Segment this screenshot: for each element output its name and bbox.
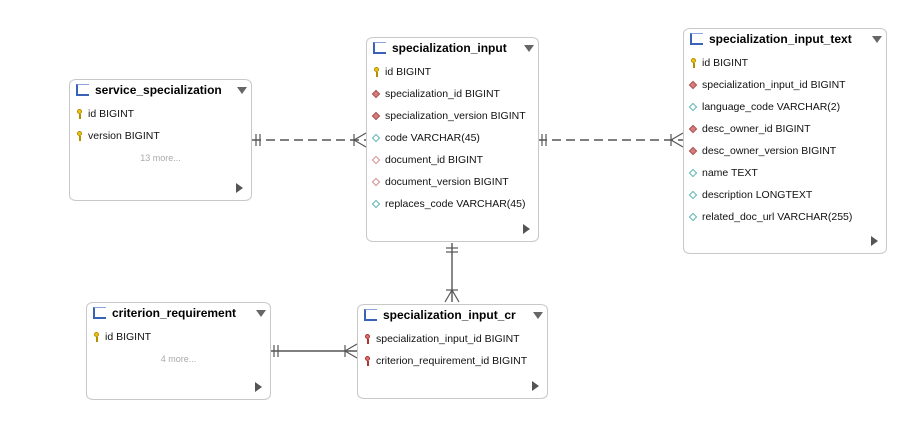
column-label: version BIGINT — [88, 130, 160, 142]
table-name: service_specialization — [95, 83, 222, 97]
more-columns-link[interactable]: 4 more... — [160, 354, 197, 364]
column-label: replaces_code VARCHAR(45) — [385, 198, 526, 210]
table-criterion-requirement[interactable]: criterion_requirement id BIGINT 4 more..… — [86, 302, 271, 400]
primary-key-icon — [75, 131, 84, 141]
foreign-key-icon — [689, 124, 698, 134]
column-icon — [689, 190, 698, 200]
dropdown-arrow-icon[interactable] — [872, 35, 882, 43]
column-label: criterion_requirement_id BIGINT — [376, 355, 528, 367]
column-icon — [689, 212, 698, 222]
column-label: description LONGTEXT — [702, 189, 813, 201]
foreign-key-icon — [689, 80, 698, 90]
column-label: specialization_input_id BIGINT — [376, 333, 520, 345]
column-label: document_version BIGINT — [385, 176, 509, 188]
primary-foreign-key-icon — [363, 356, 372, 366]
foreign-key-icon — [372, 111, 381, 121]
column-row[interactable]: document_id BIGINT — [367, 149, 538, 171]
column-label: code VARCHAR(45) — [385, 132, 480, 144]
column-row[interactable]: id BIGINT — [367, 61, 538, 83]
column-row[interactable]: desc_owner_id BIGINT — [684, 118, 886, 140]
table-icon — [690, 33, 703, 45]
primary-key-icon — [372, 67, 381, 77]
dropdown-arrow-icon[interactable] — [237, 86, 247, 94]
foreign-key-icon — [372, 89, 381, 99]
column-row[interactable]: specialization_input_id BIGINT — [358, 328, 547, 350]
expand-arrow-icon[interactable] — [255, 382, 262, 392]
relationship-service-specialization-to-specialization-input[interactable] — [252, 132, 367, 148]
index-icon — [372, 155, 381, 165]
primary-key-icon — [75, 109, 84, 119]
column-row[interactable]: desc_owner_version BIGINT — [684, 140, 886, 162]
primary-key-icon — [92, 332, 101, 342]
column-row[interactable]: criterion_requirement_id BIGINT — [358, 350, 547, 372]
expand-arrow-icon[interactable] — [871, 236, 878, 246]
table-specialization-input[interactable]: specialization_input id BIGINT specializ… — [366, 37, 539, 242]
column-row[interactable]: version BIGINT — [70, 125, 251, 147]
column-row[interactable]: document_version BIGINT — [367, 171, 538, 193]
dropdown-arrow-icon[interactable] — [524, 44, 534, 52]
column-label: id BIGINT — [88, 108, 135, 120]
column-label: id BIGINT — [105, 331, 152, 343]
dropdown-arrow-icon[interactable] — [533, 311, 543, 319]
table-name: specialization_input_cr — [383, 308, 516, 322]
table-specialization-input-cr[interactable]: specialization_input_cr specialization_i… — [357, 304, 548, 399]
column-label: related_doc_url VARCHAR(255) — [702, 211, 853, 223]
table-specialization-input-text[interactable]: specialization_input_text id BIGINT spec… — [683, 28, 887, 254]
table-header[interactable]: service_specialization — [70, 79, 251, 101]
table-name: specialization_input_text — [709, 32, 852, 46]
table-service-specialization[interactable]: service_specialization id BIGINT version… — [69, 79, 252, 201]
index-icon — [372, 177, 381, 187]
column-row[interactable]: replaces_code VARCHAR(45) — [367, 193, 538, 215]
column-label: specialization_id BIGINT — [385, 88, 500, 100]
table-header[interactable]: specialization_input_text — [684, 28, 886, 50]
foreign-key-icon — [689, 146, 698, 156]
relationship-specialization-input-to-specialization-input-cr[interactable] — [444, 243, 460, 303]
column-label: name TEXT — [702, 167, 758, 179]
column-row[interactable]: specialization_input_id BIGINT — [684, 74, 886, 96]
relationship-criterion-requirement-to-specialization-input-cr[interactable] — [270, 343, 358, 359]
column-label: specialization_version BIGINT — [385, 110, 526, 122]
column-label: document_id BIGINT — [385, 154, 484, 166]
table-icon — [76, 84, 89, 96]
column-row[interactable]: id BIGINT — [684, 52, 886, 74]
table-name: criterion_requirement — [112, 306, 237, 320]
table-header[interactable]: specialization_input — [367, 37, 538, 59]
column-row[interactable]: id BIGINT — [70, 103, 251, 125]
table-name: specialization_input — [392, 41, 507, 55]
column-label: specialization_input_id BIGINT — [702, 79, 846, 91]
dropdown-arrow-icon[interactable] — [256, 309, 266, 317]
table-icon — [93, 307, 106, 319]
column-row[interactable]: related_doc_url VARCHAR(255) — [684, 206, 886, 228]
expand-arrow-icon[interactable] — [523, 224, 530, 234]
column-icon — [689, 168, 698, 178]
primary-foreign-key-icon — [363, 334, 372, 344]
column-label: language_code VARCHAR(2) — [702, 101, 841, 113]
expand-arrow-icon[interactable] — [532, 381, 539, 391]
relationship-specialization-input-to-specialization-input-text[interactable] — [538, 132, 684, 148]
column-row[interactable]: description LONGTEXT — [684, 184, 886, 206]
column-label: desc_owner_id BIGINT — [702, 123, 811, 135]
column-icon — [372, 199, 381, 209]
more-columns-link[interactable]: 13 more... — [140, 153, 181, 163]
column-row[interactable]: specialization_version BIGINT — [367, 105, 538, 127]
expand-arrow-icon[interactable] — [236, 183, 243, 193]
column-row[interactable]: specialization_id BIGINT — [367, 83, 538, 105]
table-icon — [373, 42, 386, 54]
table-header[interactable]: criterion_requirement — [87, 302, 270, 324]
column-row[interactable]: id BIGINT — [87, 326, 270, 348]
column-row[interactable]: language_code VARCHAR(2) — [684, 96, 886, 118]
column-icon — [372, 133, 381, 143]
table-header[interactable]: specialization_input_cr — [358, 304, 547, 326]
table-icon — [364, 309, 377, 321]
column-row[interactable]: code VARCHAR(45) — [367, 127, 538, 149]
column-label: desc_owner_version BIGINT — [702, 145, 837, 157]
column-label: id BIGINT — [702, 57, 749, 69]
primary-key-icon — [689, 58, 698, 68]
column-row[interactable]: name TEXT — [684, 162, 886, 184]
column-icon — [689, 102, 698, 112]
column-label: id BIGINT — [385, 66, 432, 78]
